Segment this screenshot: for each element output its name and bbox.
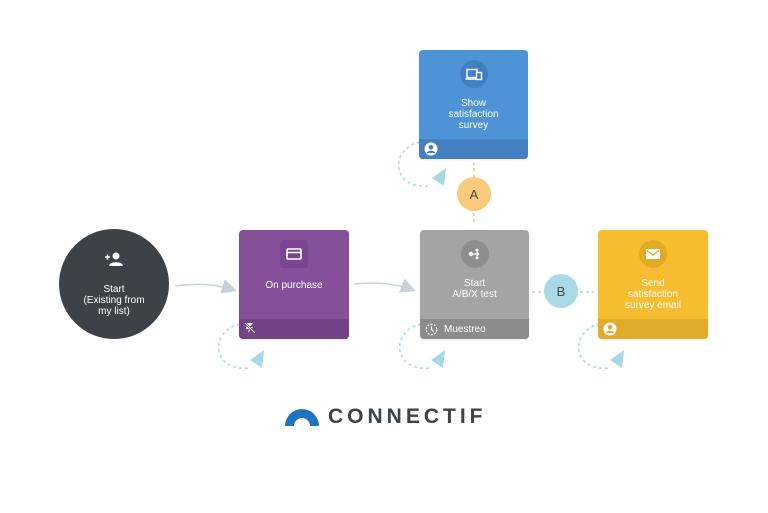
ab-test-label: Start A/B/X test [452,278,497,300]
connectif-logo: CONNECTIF [284,405,487,429]
credit-card-icon [280,240,308,268]
loop-arrow-email [610,350,624,368]
loop-abtest [398,323,432,369]
ab-test-node[interactable]: Start A/B/X test Muestreo [420,230,529,339]
devices-icon [459,60,488,88]
connector-purchase-to-abtest [353,278,416,293]
loop-email [577,323,611,369]
start-node[interactable]: Start (Existing from my list) [59,229,169,339]
connector-start-to-purchase [174,279,237,294]
add-contact-icon [104,251,124,267]
ab-test-footer-text: Muestreo [444,323,486,335]
flash-off-icon [244,321,256,337]
branch-b-label: B [556,283,566,299]
split-arrows-icon [460,240,489,268]
show-survey-label: Show satisfaction survey [448,98,499,131]
clock-icon [425,323,438,336]
start-label: Start (Existing from my list) [83,284,145,317]
branch-a-badge[interactable]: A [457,177,491,211]
logo-text: CONNECTIF [328,405,487,428]
loop-purchase [217,323,251,369]
show-survey-node[interactable]: Show satisfaction survey [419,50,528,159]
on-purchase-label: On purchase [265,280,323,291]
send-email-label: Send satisfaction survey email [624,278,682,311]
logo-arc-icon [285,409,319,426]
loop-survey [397,141,431,187]
loop-arrow-purchase [250,350,264,368]
user-icon [603,322,617,336]
branch-a-label: A [469,186,479,202]
send-email-node[interactable]: Send satisfaction survey email [598,230,708,339]
envelope-icon [639,240,667,268]
user-icon [424,142,438,156]
branch-b-badge[interactable]: B [544,274,578,308]
loop-arrow-abtest [431,350,445,368]
loop-arrow-survey [432,168,446,186]
on-purchase-node[interactable]: On purchase [239,230,349,339]
